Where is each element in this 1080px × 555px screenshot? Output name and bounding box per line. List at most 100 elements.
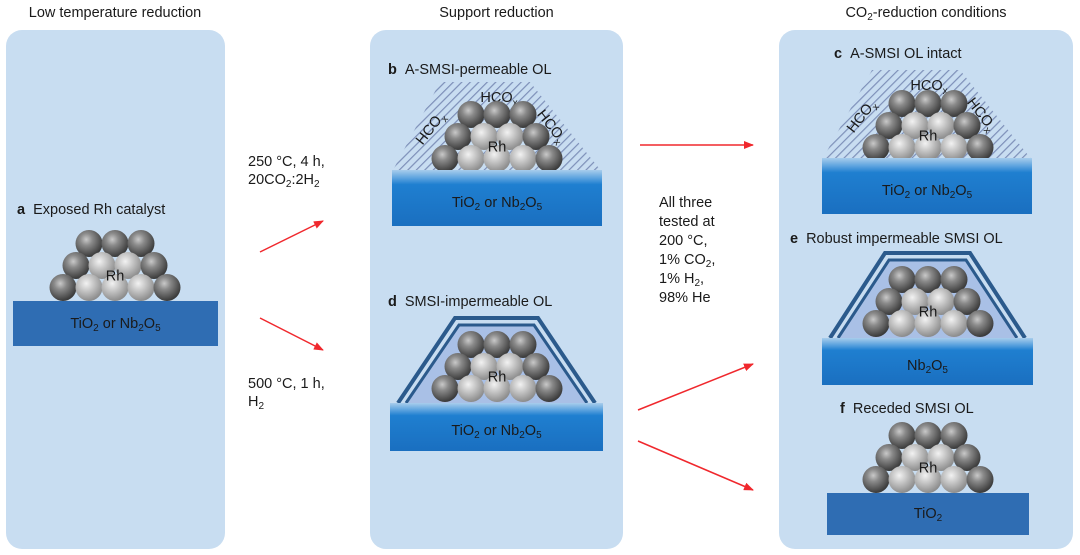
- rh-atom: [914, 466, 942, 493]
- rh-atom: [888, 90, 916, 117]
- rh-atom: [88, 252, 116, 279]
- formula-subscript: 5: [942, 364, 948, 376]
- rh-atom: [940, 466, 968, 493]
- rh-atom: [901, 288, 929, 315]
- text: ,: [711, 252, 716, 268]
- title-suffix: -reduction conditions: [872, 5, 1007, 21]
- rh-atom: [509, 145, 537, 172]
- rh-atom: [457, 145, 485, 172]
- text: 1% H: [659, 271, 695, 287]
- formula-subscript: 2: [519, 430, 525, 441]
- rh-atom: [953, 444, 981, 471]
- rh-atom: [431, 145, 459, 172]
- panel-d-title: SMSI-impermeable OL: [404, 294, 553, 310]
- rh-atom: [888, 466, 916, 493]
- rh-atom: [101, 230, 129, 257]
- rh-atom: [535, 145, 563, 172]
- rh-atom: [927, 444, 955, 471]
- formula-text: O: [143, 315, 156, 332]
- test-line3: 200 °C,: [659, 233, 708, 249]
- rh-atom: [940, 266, 968, 293]
- rh-atom: [470, 123, 498, 150]
- support-label-a: TiO2 or Nb2O5: [70, 315, 161, 334]
- rh-atom: [483, 101, 511, 128]
- rh-atom: [127, 230, 155, 257]
- panel-e-title: Robust impermeable SMSI OL: [806, 231, 1003, 247]
- rh-atom: [875, 112, 903, 139]
- rh-atom: [888, 310, 916, 337]
- text: :2H: [291, 172, 315, 188]
- text: 20CO: [248, 172, 286, 188]
- support-label-f: TiO2: [914, 506, 943, 524]
- condition-upper-line2: 20CO2:2H2: [248, 171, 325, 190]
- rh-atom: [940, 422, 968, 449]
- rh-atom: [940, 90, 968, 117]
- sub: 2: [285, 179, 292, 190]
- condition-low-temp-reduction: 250 °C, 4 h, 20CO2:2H2: [248, 153, 325, 190]
- rh-atom: [953, 288, 981, 315]
- rh-atom: [966, 466, 994, 493]
- rh-atom: [914, 90, 942, 117]
- formula-subscript: 5: [155, 322, 161, 334]
- rh-atom: [522, 353, 550, 380]
- condition-high-temp-reduction: 500 °C, 1 h, H2: [248, 375, 325, 412]
- formula-text: O: [524, 423, 537, 439]
- formula-subscript: 5: [966, 190, 973, 201]
- formula-subscript: 5: [536, 430, 542, 441]
- formula-subscript: 5: [536, 202, 543, 213]
- support-slab-c: TiO2 or Nb2O5: [822, 158, 1032, 214]
- column-title-co2-reduction-conditions: CO2-reduction conditions: [779, 5, 1073, 23]
- rh-atom: [914, 266, 942, 293]
- rh-atom: [444, 353, 472, 380]
- formula-subscript: 2: [936, 513, 943, 524]
- rh-atom: [457, 375, 485, 402]
- formula-subscript: 2: [519, 202, 526, 213]
- rh-atom: [496, 123, 524, 150]
- rh-atom: [862, 466, 890, 493]
- support-label-e: Nb2O5: [907, 357, 948, 376]
- rh-atom: [875, 444, 903, 471]
- rh-atom: [62, 252, 90, 279]
- rh-atom: [483, 375, 511, 402]
- text: 1% CO: [659, 252, 706, 268]
- support-label-b: TiO2 or Nb2O5: [452, 195, 543, 213]
- rh-atom: [444, 123, 472, 150]
- rh-atom: [457, 331, 485, 358]
- formula-text: TiO: [70, 315, 94, 332]
- panel-f-title: Receded SMSI OL: [852, 401, 974, 417]
- column-title-low-temperature-reduction: Low temperature reduction: [28, 5, 202, 21]
- panel-letter-e: e: [790, 231, 799, 247]
- panel-letter-f: f: [840, 401, 845, 417]
- formula-text: or Nb: [479, 423, 520, 439]
- sub: 2: [258, 401, 265, 412]
- formula-text: or Nb: [98, 315, 139, 332]
- test-line4: 1% CO2,: [659, 251, 715, 270]
- panel-e-label: e Robust impermeable SMSI OL: [790, 231, 1003, 247]
- panel-letter-a: a: [17, 202, 26, 218]
- overlayer-inner-line: [404, 323, 589, 404]
- rh-atom: [431, 375, 459, 402]
- formula-text: O: [955, 183, 967, 199]
- panel-c-title: A-SMSI OL intact: [850, 46, 962, 62]
- panel-f-label: f Receded SMSI OL: [840, 401, 974, 417]
- formula-text: Nb: [907, 357, 926, 374]
- formula-text: TiO: [881, 183, 905, 199]
- test-line5: 1% H2,: [659, 270, 715, 289]
- rh-atom: [901, 444, 929, 471]
- text: ,: [700, 271, 705, 287]
- support-slab-b: TiO2 or Nb2O5: [392, 170, 602, 226]
- rh-atom: [927, 288, 955, 315]
- rh-atom: [114, 252, 142, 279]
- rh-label: Rh: [106, 269, 125, 285]
- rh-atom: [888, 422, 916, 449]
- rh-atom: [927, 112, 955, 139]
- rh-label: Rh: [919, 129, 938, 145]
